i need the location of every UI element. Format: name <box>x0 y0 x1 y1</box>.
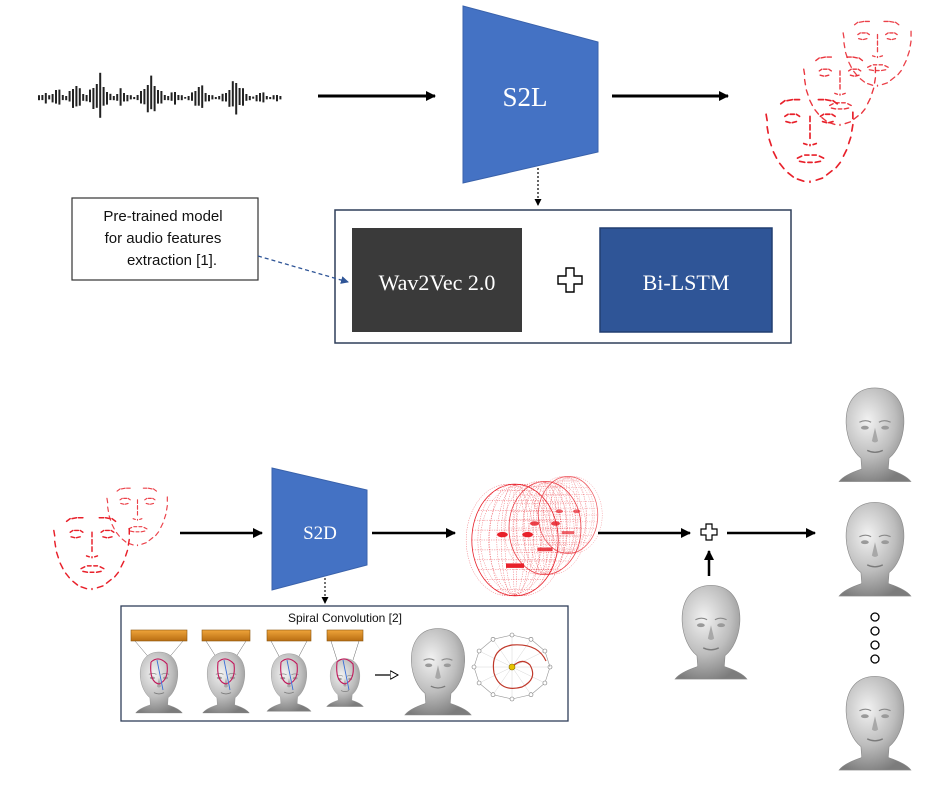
spiral-graph-diagram <box>471 632 553 702</box>
note-line-3: extraction [1]. <box>127 252 217 269</box>
landmark-sequence-top <box>765 20 912 184</box>
spiral-stage-1 <box>130 629 188 714</box>
spiral-title: Spiral Convolution [2] <box>288 611 402 625</box>
plus-icon-top <box>557 267 583 293</box>
s2l-encoder: S2L <box>462 5 599 184</box>
s2l-label: S2L <box>502 82 547 112</box>
note-line-1: Pre-trained model <box>103 208 222 225</box>
ellipsis-dots <box>870 612 880 664</box>
output-head-sequence <box>838 387 912 771</box>
wav2vec-block: Wav2Vec 2.0 <box>352 228 522 332</box>
bilstm-label: Bi-LSTM <box>643 270 730 295</box>
spiral-stage-2 <box>201 629 251 714</box>
s2d-decoder: S2D <box>271 467 368 591</box>
wav2vec-label: Wav2Vec 2.0 <box>379 270 496 295</box>
spiral-stage-3 <box>266 629 312 712</box>
dashed-arrow-note-to-wav2vec <box>257 255 349 284</box>
note-line-2: for audio features <box>105 230 222 247</box>
bilstm-block: Bi-LSTM <box>599 227 773 333</box>
template-head <box>674 584 748 680</box>
pretrained-note: Pre-trained model for audio features ext… <box>71 197 259 281</box>
spiral-stage-4 <box>326 629 364 708</box>
plus-icon-bottom <box>700 523 718 541</box>
red-wireframe-mesh-sequence <box>466 476 603 597</box>
landmarks-input-bottom <box>53 487 168 591</box>
spiral-convolution-panel: Spiral Convolution [2] <box>120 605 569 722</box>
audio-waveform <box>38 72 282 118</box>
s2d-label: S2D <box>303 523 337 544</box>
